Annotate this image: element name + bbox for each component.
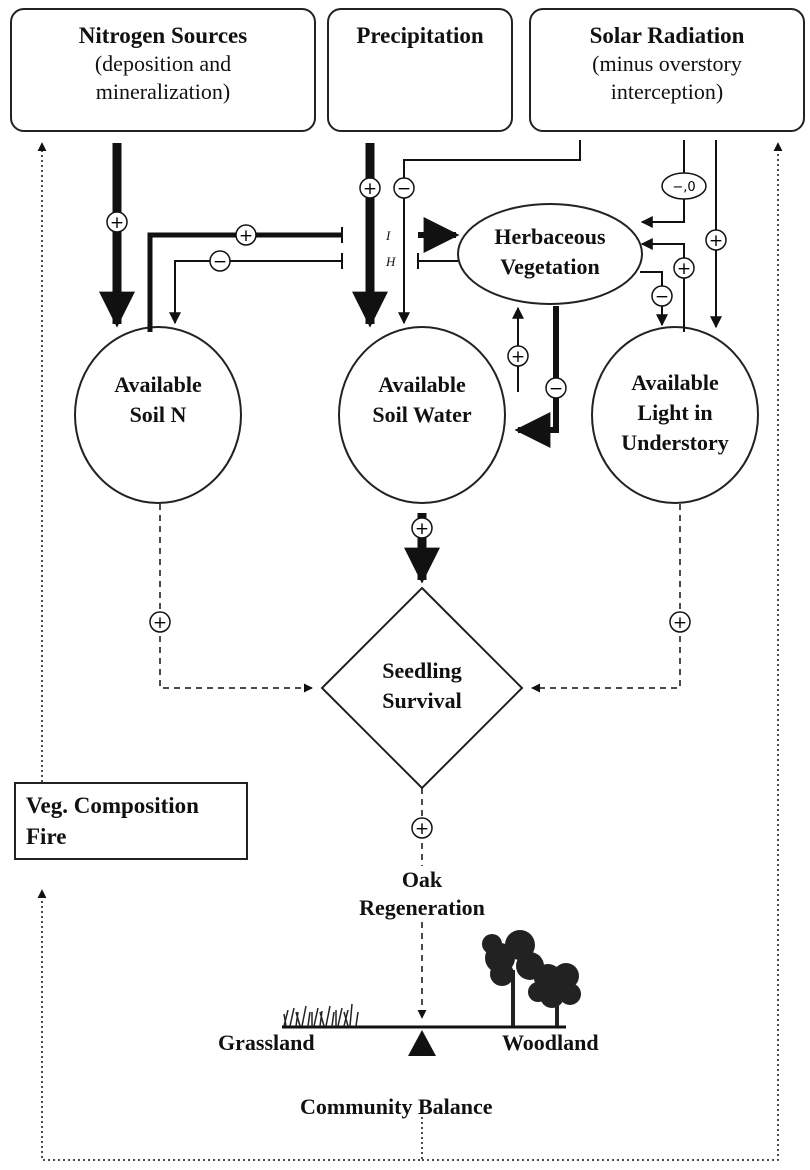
sign-seedling-oak-plus: + — [411, 817, 433, 839]
soil-n-line2: Soil N — [129, 402, 187, 427]
soil-water-line1: Available — [378, 372, 466, 397]
solar-radiation-title: Solar Radiation — [589, 23, 745, 48]
soil-n-to-seedling-arrow — [159, 504, 313, 693]
light-line1: Available — [631, 370, 719, 395]
svg-text:−: − — [655, 287, 669, 307]
svg-text:+: + — [511, 347, 525, 367]
precipitation-title: Precipitation — [356, 23, 484, 48]
solar-to-soil-water-arrow — [398, 140, 581, 325]
herb-to-soil-water-arrow — [514, 306, 559, 448]
herbaceous-line2: Vegetation — [500, 254, 600, 279]
light-understory-label: Available Light in Understory — [595, 368, 755, 458]
sign-herb-light-minus: − — [651, 285, 673, 307]
herbaceous-line1: Herbaceous — [494, 224, 606, 249]
svg-text:+: + — [709, 231, 723, 251]
oak-line1: Oak — [401, 867, 443, 892]
herb-to-soil-n-arrow — [169, 260, 342, 325]
grass-icon — [283, 1003, 359, 1027]
oak-regeneration-label: Oak Regeneration — [322, 866, 522, 922]
sign-herb-soil-n-minus: − — [209, 250, 231, 272]
sign-soil-n-seedling-plus: + — [149, 611, 171, 633]
light-understory-ellipse — [591, 326, 759, 504]
community-balance-caption: Community Balance — [300, 1094, 493, 1119]
light-line3: Understory — [621, 430, 729, 455]
svg-text:+: + — [677, 259, 691, 279]
balance-fulcrum — [408, 1030, 436, 1056]
sign-nitrogen-plus: + — [106, 211, 128, 233]
sign-precip-plus: + — [359, 177, 381, 199]
sign-soil-n-herb-plus: + — [235, 224, 257, 246]
grassland-label: Grassland — [218, 1030, 315, 1055]
trees-icon — [482, 930, 581, 1026]
herb-to-light-arrow — [640, 271, 668, 327]
seedling-line1: Seedling — [382, 658, 462, 683]
soil-n-ellipse — [74, 326, 242, 504]
svg-text:+: + — [415, 819, 429, 839]
sign-light-herb-plus: + — [673, 257, 695, 279]
svg-text:+: + — [363, 179, 377, 199]
sign-herb-water-minus: − — [545, 377, 567, 399]
solar-to-herb-arrow — [640, 140, 685, 228]
junction-label-h: H — [385, 254, 396, 269]
precipitation-box: Precipitation — [327, 8, 513, 132]
solar-radiation-sub1: (minus overstory — [592, 51, 742, 76]
sign-water-seedling-plus: + — [411, 517, 433, 539]
svg-text:+: + — [673, 613, 687, 633]
soil-n-label: Available Soil N — [78, 370, 238, 430]
nitrogen-sources-sub1: (deposition and — [94, 51, 232, 76]
sign-water-herb-plus: + — [507, 345, 529, 367]
soil-water-line2: Soil Water — [372, 402, 472, 427]
herbaceous-vegetation-label: Herbaceous Vegetation — [470, 222, 630, 282]
svg-text:−: − — [397, 179, 411, 199]
sign-light-seedling-plus: + — [669, 611, 691, 633]
soil-n-to-herb-arrow — [147, 232, 342, 332]
light-line2: Light in — [637, 400, 713, 425]
svg-text:+: + — [110, 213, 124, 233]
svg-text:−: − — [549, 379, 563, 399]
nitrogen-sources-box: Nitrogen Sources (deposition and mineral… — [10, 8, 316, 132]
svg-text:+: + — [239, 226, 253, 246]
solar-radiation-box: Solar Radiation (minus overstory interce… — [529, 8, 805, 132]
sign-solar-herb-neutral: −,0 — [661, 172, 707, 200]
nitrogen-sources-title: Nitrogen Sources — [78, 23, 248, 48]
nitrogen-sources-sub2: mineralization) — [95, 79, 231, 104]
svg-text:−,0: −,0 — [672, 180, 695, 195]
light-to-herb-arrow — [640, 238, 685, 332]
svg-text:+: + — [415, 519, 429, 539]
svg-text:−: − — [213, 252, 227, 272]
feedback-right-line — [422, 142, 783, 1161]
oak-line2: Regeneration — [359, 895, 485, 920]
soil-water-label: Available Soil Water — [342, 370, 502, 430]
soil-water-ellipse — [338, 326, 506, 504]
veg-composition-fire-box: Veg. Composition Fire — [14, 782, 248, 860]
soil-n-line1: Available — [114, 372, 202, 397]
light-to-seedling-arrow — [531, 504, 681, 693]
fire-line: Fire — [26, 824, 67, 849]
svg-text:+: + — [153, 613, 167, 633]
sign-solar-water-minus: − — [393, 177, 415, 199]
herbaceous-vegetation-ellipse — [457, 203, 643, 305]
seedling-survival-label: Seedling Survival — [352, 656, 492, 716]
solar-radiation-sub2: interception) — [610, 79, 724, 104]
veg-composition-line: Veg. Composition — [26, 793, 199, 818]
junction-label-i: I — [385, 228, 391, 243]
woodland-label: Woodland — [502, 1030, 599, 1055]
seedling-line2: Survival — [382, 688, 462, 713]
sign-solar-light-plus: + — [705, 229, 727, 251]
